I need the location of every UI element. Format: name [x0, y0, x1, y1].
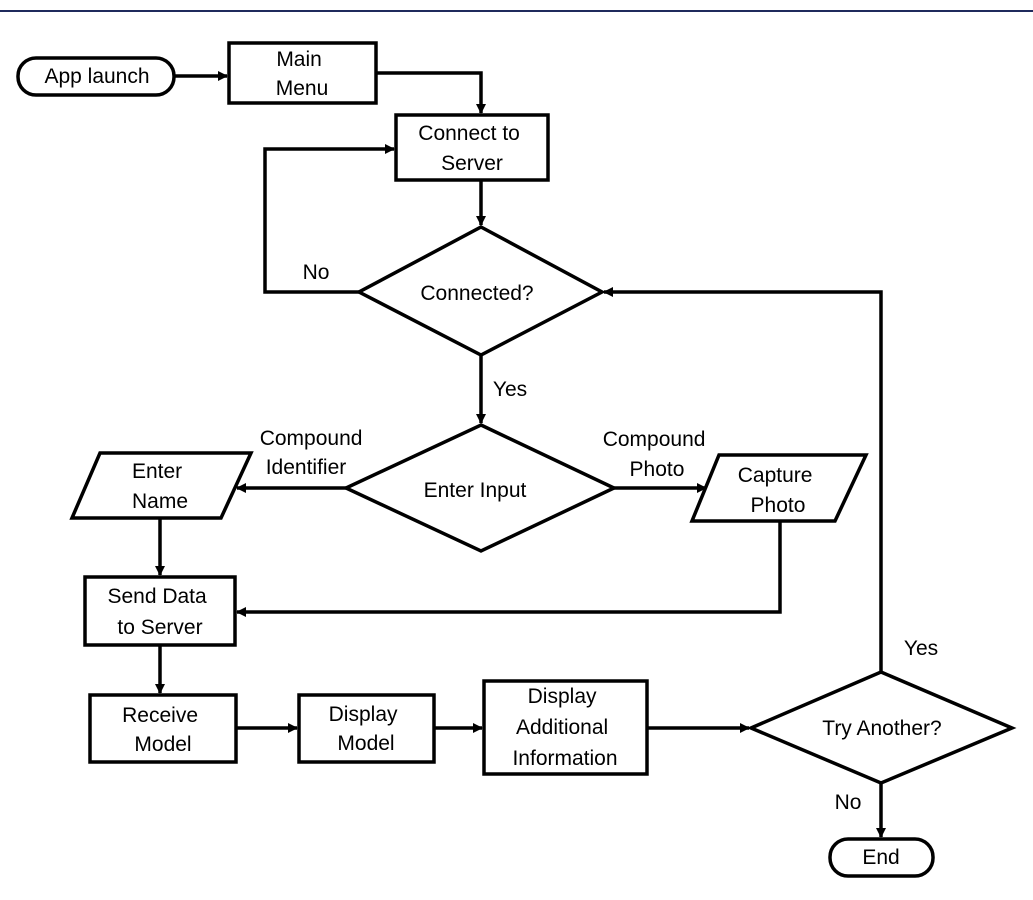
try-another-label: Try Another?	[822, 717, 941, 740]
enter-name-label: Enter Name	[132, 460, 188, 513]
end-label: End	[862, 846, 899, 869]
capture-photo-input	[689, 453, 869, 523]
app-launch-label: App launch	[44, 65, 149, 88]
try-yes-label: Yes	[904, 637, 938, 660]
connected-yes-label: Yes	[493, 378, 527, 401]
display-info-label: Display Additional Information	[512, 685, 617, 770]
edge-connected-no-loop	[263, 144, 395, 294]
capture-photo-label: Capture Photo	[738, 464, 819, 517]
edge-menu-to-connect	[376, 71, 486, 114]
enter-input-label: Enter Input	[424, 479, 527, 502]
main-menu-label: Main Menu	[276, 48, 329, 100]
receive-model-box	[88, 693, 238, 764]
display-model-label: Display Model	[329, 703, 404, 755]
enter-input-decision	[341, 423, 619, 553]
try-no-label: No	[835, 791, 862, 814]
send-data-label: Send Data to Server	[107, 585, 212, 639]
receive-model-label: Receive Model	[122, 704, 204, 756]
main-menu-box	[227, 41, 378, 105]
connect-server-box	[394, 113, 550, 182]
enter-name-input	[69, 451, 254, 520]
edge-photo-to-send	[236, 521, 782, 617]
connect-server-label: Connect to Server	[418, 122, 525, 175]
display-model-box	[297, 693, 436, 764]
compound-photo-label: Compound Photo	[603, 428, 712, 481]
connected-no-label: No	[303, 261, 330, 284]
edge-try-yes-loop	[603, 287, 883, 672]
display-info-box	[482, 679, 649, 776]
connected-label: Connected?	[420, 282, 533, 305]
compound-identifier-label: Compound Identifier	[260, 427, 369, 479]
end-terminal	[828, 837, 935, 878]
